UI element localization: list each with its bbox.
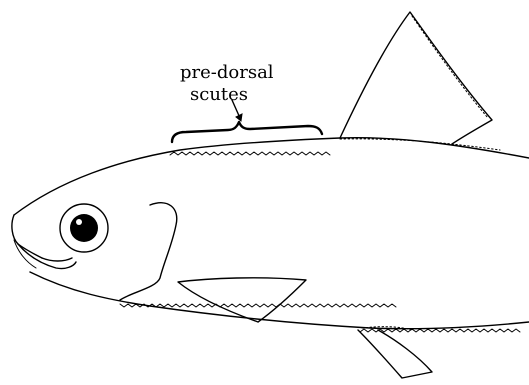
- pre-dorsal-scutes: [170, 152, 330, 155]
- eye: [60, 204, 108, 252]
- anal-fin: [358, 330, 432, 378]
- ventral-profile: [30, 272, 529, 329]
- dorsal-fin: [340, 12, 492, 144]
- mouth: [12, 215, 76, 269]
- pectoral-fin: [178, 278, 306, 322]
- label-line-1: pre-dorsal: [180, 62, 274, 83]
- scutes-bracket: [172, 122, 322, 142]
- ventral-scutes-tail: [360, 329, 520, 332]
- label-line-2: scutes: [190, 84, 248, 105]
- dorsal-profile: [14, 138, 529, 215]
- ventral-scutes: [120, 304, 396, 307]
- gill-cover: [120, 203, 177, 300]
